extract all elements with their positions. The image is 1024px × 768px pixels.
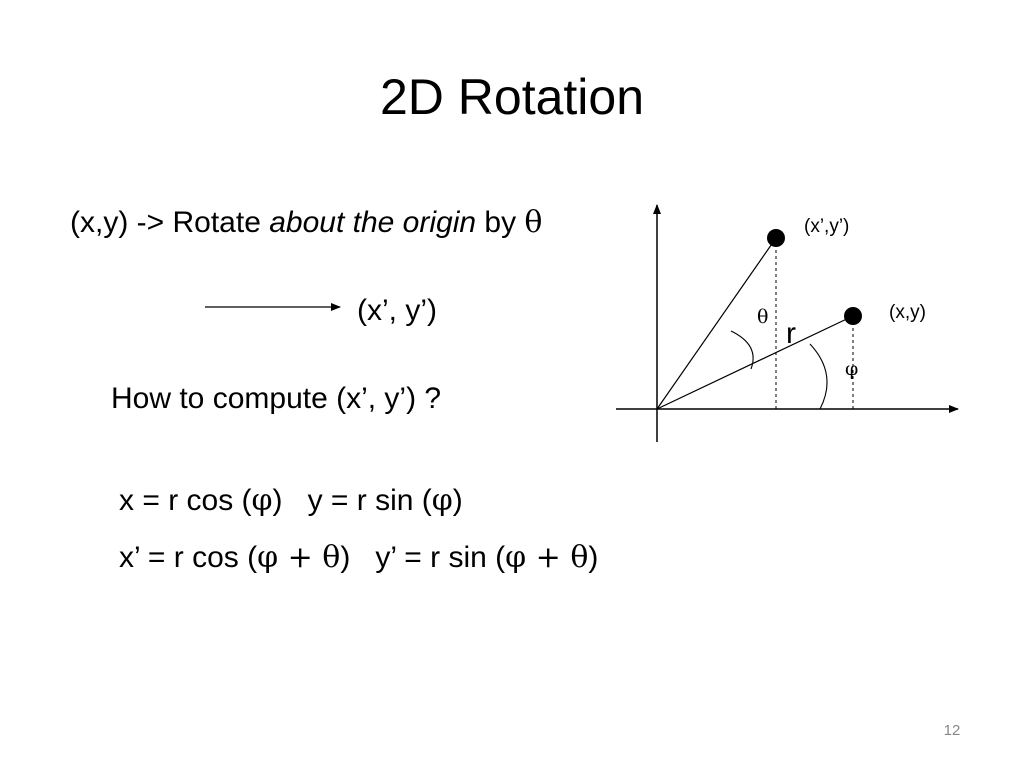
rotated-vector-line	[656, 237, 777, 410]
eq1-x-close: )	[272, 484, 283, 517]
rotation-statement: (x,y) -> Rotate about the origin by θ	[70, 205, 542, 241]
phi-angle-arc	[809, 343, 828, 410]
eq2-x-lhs: x’ = r cos (	[119, 541, 258, 574]
rotated-point	[767, 229, 785, 247]
equation-rotated: x’ = r cos (φ + θ) y’ = r sin (φ + θ)	[119, 540, 598, 576]
theta-angle-arc	[730, 330, 754, 370]
slide-title: 2D Rotation	[379, 69, 645, 125]
eq2-y-close: )	[588, 541, 599, 574]
original-vector-line	[656, 315, 854, 410]
statement-suffix: by	[476, 206, 525, 239]
eq1-y-lhs: y = r sin (	[307, 484, 432, 517]
eq2-y-lhs: y’ = r sin (	[375, 541, 506, 574]
phi-angle-label: φ	[845, 358, 858, 380]
theta-angle-label: θ	[757, 306, 768, 328]
eq1-x-lhs: x = r cos (	[119, 484, 252, 517]
eq1-phi-x: φ	[251, 483, 273, 518]
statement-prefix: (x,y) -> Rotate	[70, 206, 270, 239]
statement-emphasis: about the origin	[269, 206, 477, 239]
original-point	[844, 307, 862, 325]
eq2-sum-x: φ + θ	[257, 540, 341, 575]
original-point-label: (x,y)	[889, 302, 926, 323]
question-text: How to compute (x’, y’) ?	[111, 382, 442, 415]
page-number: 12	[943, 722, 961, 739]
rotated-point-label: (x’,y’)	[804, 216, 849, 237]
equation-original: x = r cos (φ) y = r sin (φ)	[119, 483, 463, 519]
eq2-x-close: )	[340, 541, 351, 574]
eq1-phi-y: φ	[431, 483, 453, 518]
eq2-sum-y: φ + θ	[505, 540, 589, 575]
radius-label: r	[786, 317, 796, 350]
eq1-y-close: )	[452, 484, 463, 517]
theta-symbol: θ	[524, 205, 543, 240]
arrow-target-label: (x’, y’)	[357, 294, 437, 327]
